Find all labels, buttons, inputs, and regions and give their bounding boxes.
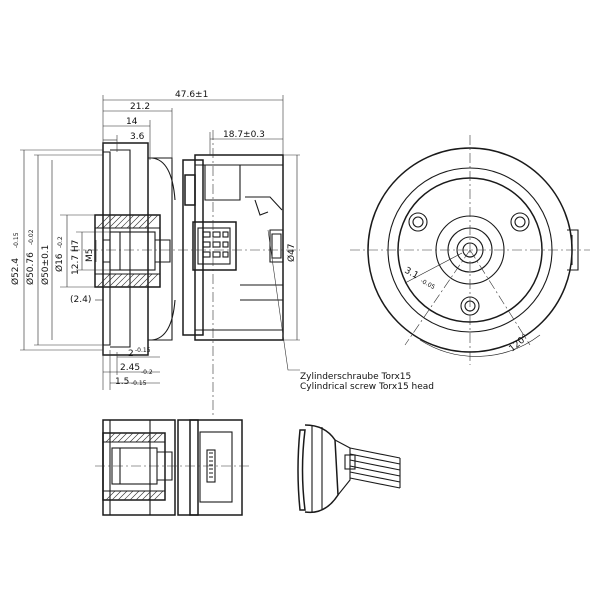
dim-dia-47: Ø47 [286,243,297,262]
flange-body [102,142,149,356]
front-view: 120° 3.1 -0.05 [350,135,590,365]
cable-side-view [297,424,401,514]
connector [192,221,237,271]
screw-leader [267,229,300,371]
dim-overall-length: 47.6±1 [175,90,208,100]
bottom-dimensions [102,345,160,390]
dim-1-5: 1.5 [115,377,129,387]
dim-2-45-tol: -0.2 [141,369,153,376]
dim-dia-16-tol: -0.2 [57,236,64,248]
dim-dia-50-76-tol: -0.02 [28,229,35,245]
dim-3-6: 3.6 [130,132,145,142]
left-dimensions [20,149,110,351]
dim-18-7: 18.7±0.3 [223,130,265,140]
dim-dia-52-4-tol: -0.15 [13,232,20,248]
dim-thread-m5: M5 [85,249,95,263]
dim-dia-52-4: Ø52.4 [10,258,21,285]
dim-12-7-h7: 12.7 H7 [71,240,81,275]
hub-ring [148,157,173,341]
top-dimensions [102,95,284,160]
angle-arc [419,334,541,357]
dim-radius-3-1: 3.1 [403,266,420,282]
note-screw-de: Zylinderschraube Torx15 [300,372,411,382]
dim-2-4: (2.4) [70,295,91,305]
dim-1-5-tol: -0.15 [131,380,147,387]
dim-2-tol: -0.15 [135,347,151,354]
hatched-hub [94,214,171,288]
note-screw-en: Cylindrical screw Torx15 head [300,382,434,392]
dim-dia-16: Ø16 [54,253,65,272]
dim-14: 14 [126,117,138,127]
dim-2: 2 [128,349,134,359]
side-section-view: 47.6±1 21.2 14 3.6 18.7±0.3 Ø52.4 -0.15 … [10,90,300,415]
dim-21-2: 21.2 [130,102,150,112]
dim-dia-50-76: Ø50.76 [25,252,36,285]
bottom-section-view [95,419,250,516]
dim-2-45: 2.45 [120,363,140,373]
dim-radius-3-1-tol: -0.05 [419,278,436,292]
ribbon-cable [349,447,401,489]
dim-dia-50: Ø50±0.1 [40,245,51,285]
